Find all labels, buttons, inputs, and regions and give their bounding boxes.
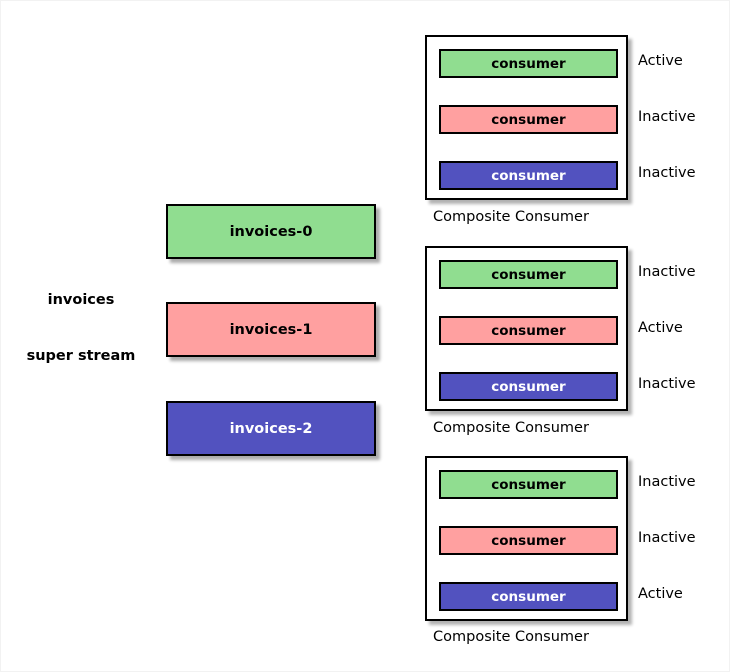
- consumer-row: consumer: [439, 582, 618, 611]
- consumer-row: consumer: [439, 316, 618, 345]
- consumer-label: consumer: [491, 378, 566, 395]
- consumer-label: consumer: [491, 532, 566, 549]
- consumer-label: consumer: [491, 322, 566, 339]
- status-badge: Inactive: [638, 530, 696, 546]
- consumer-box: consumer: [439, 49, 618, 78]
- status-badge: Active: [638, 320, 683, 336]
- consumer-box: consumer: [439, 526, 618, 555]
- partition-label: invoices-1: [229, 321, 313, 338]
- consumer-box: consumer: [439, 372, 618, 401]
- status-badge: Inactive: [638, 474, 696, 490]
- consumer-box: consumer: [439, 470, 618, 499]
- composite-consumer-caption: Composite Consumer: [433, 629, 589, 645]
- consumer-row: consumer: [439, 470, 618, 499]
- partition-box-invoices-0: invoices-0: [166, 204, 376, 259]
- consumer-box: consumer: [439, 161, 618, 190]
- partition-label: invoices-0: [229, 223, 313, 240]
- composite-consumer-caption: Composite Consumer: [433, 420, 589, 436]
- consumer-row: consumer: [439, 372, 618, 401]
- composite-consumer-caption: Composite Consumer: [433, 209, 589, 225]
- consumer-label: consumer: [491, 55, 566, 72]
- consumer-label: consumer: [491, 476, 566, 493]
- status-badge: Active: [638, 586, 683, 602]
- consumer-label: consumer: [491, 111, 566, 128]
- consumer-label: consumer: [491, 167, 566, 184]
- consumer-box: consumer: [439, 316, 618, 345]
- status-badge: Inactive: [638, 264, 696, 280]
- consumer-row: consumer: [439, 260, 618, 289]
- composite-consumer-group-1: consumer consumer consumer: [425, 35, 628, 200]
- super-stream-kind-label: super stream: [26, 348, 136, 364]
- status-badge: Inactive: [638, 109, 696, 125]
- status-badge: Inactive: [638, 376, 696, 392]
- consumer-box: consumer: [439, 260, 618, 289]
- status-badge: Inactive: [638, 165, 696, 181]
- partition-box-invoices-2: invoices-2: [166, 401, 376, 456]
- consumer-row: consumer: [439, 49, 618, 78]
- consumer-box: consumer: [439, 105, 618, 134]
- composite-consumer-group-3: consumer consumer consumer: [425, 456, 628, 621]
- consumer-label: consumer: [491, 266, 566, 283]
- partition-box-invoices-1: invoices-1: [166, 302, 376, 357]
- consumer-row: consumer: [439, 105, 618, 134]
- consumer-box: consumer: [439, 582, 618, 611]
- status-badge: Active: [638, 53, 683, 69]
- partition-label: invoices-2: [229, 420, 313, 437]
- consumer-label: consumer: [491, 588, 566, 605]
- consumer-row: consumer: [439, 526, 618, 555]
- consumer-row: consumer: [439, 161, 618, 190]
- super-stream-name: invoices: [47, 292, 115, 308]
- composite-consumer-group-2: consumer consumer consumer: [425, 246, 628, 411]
